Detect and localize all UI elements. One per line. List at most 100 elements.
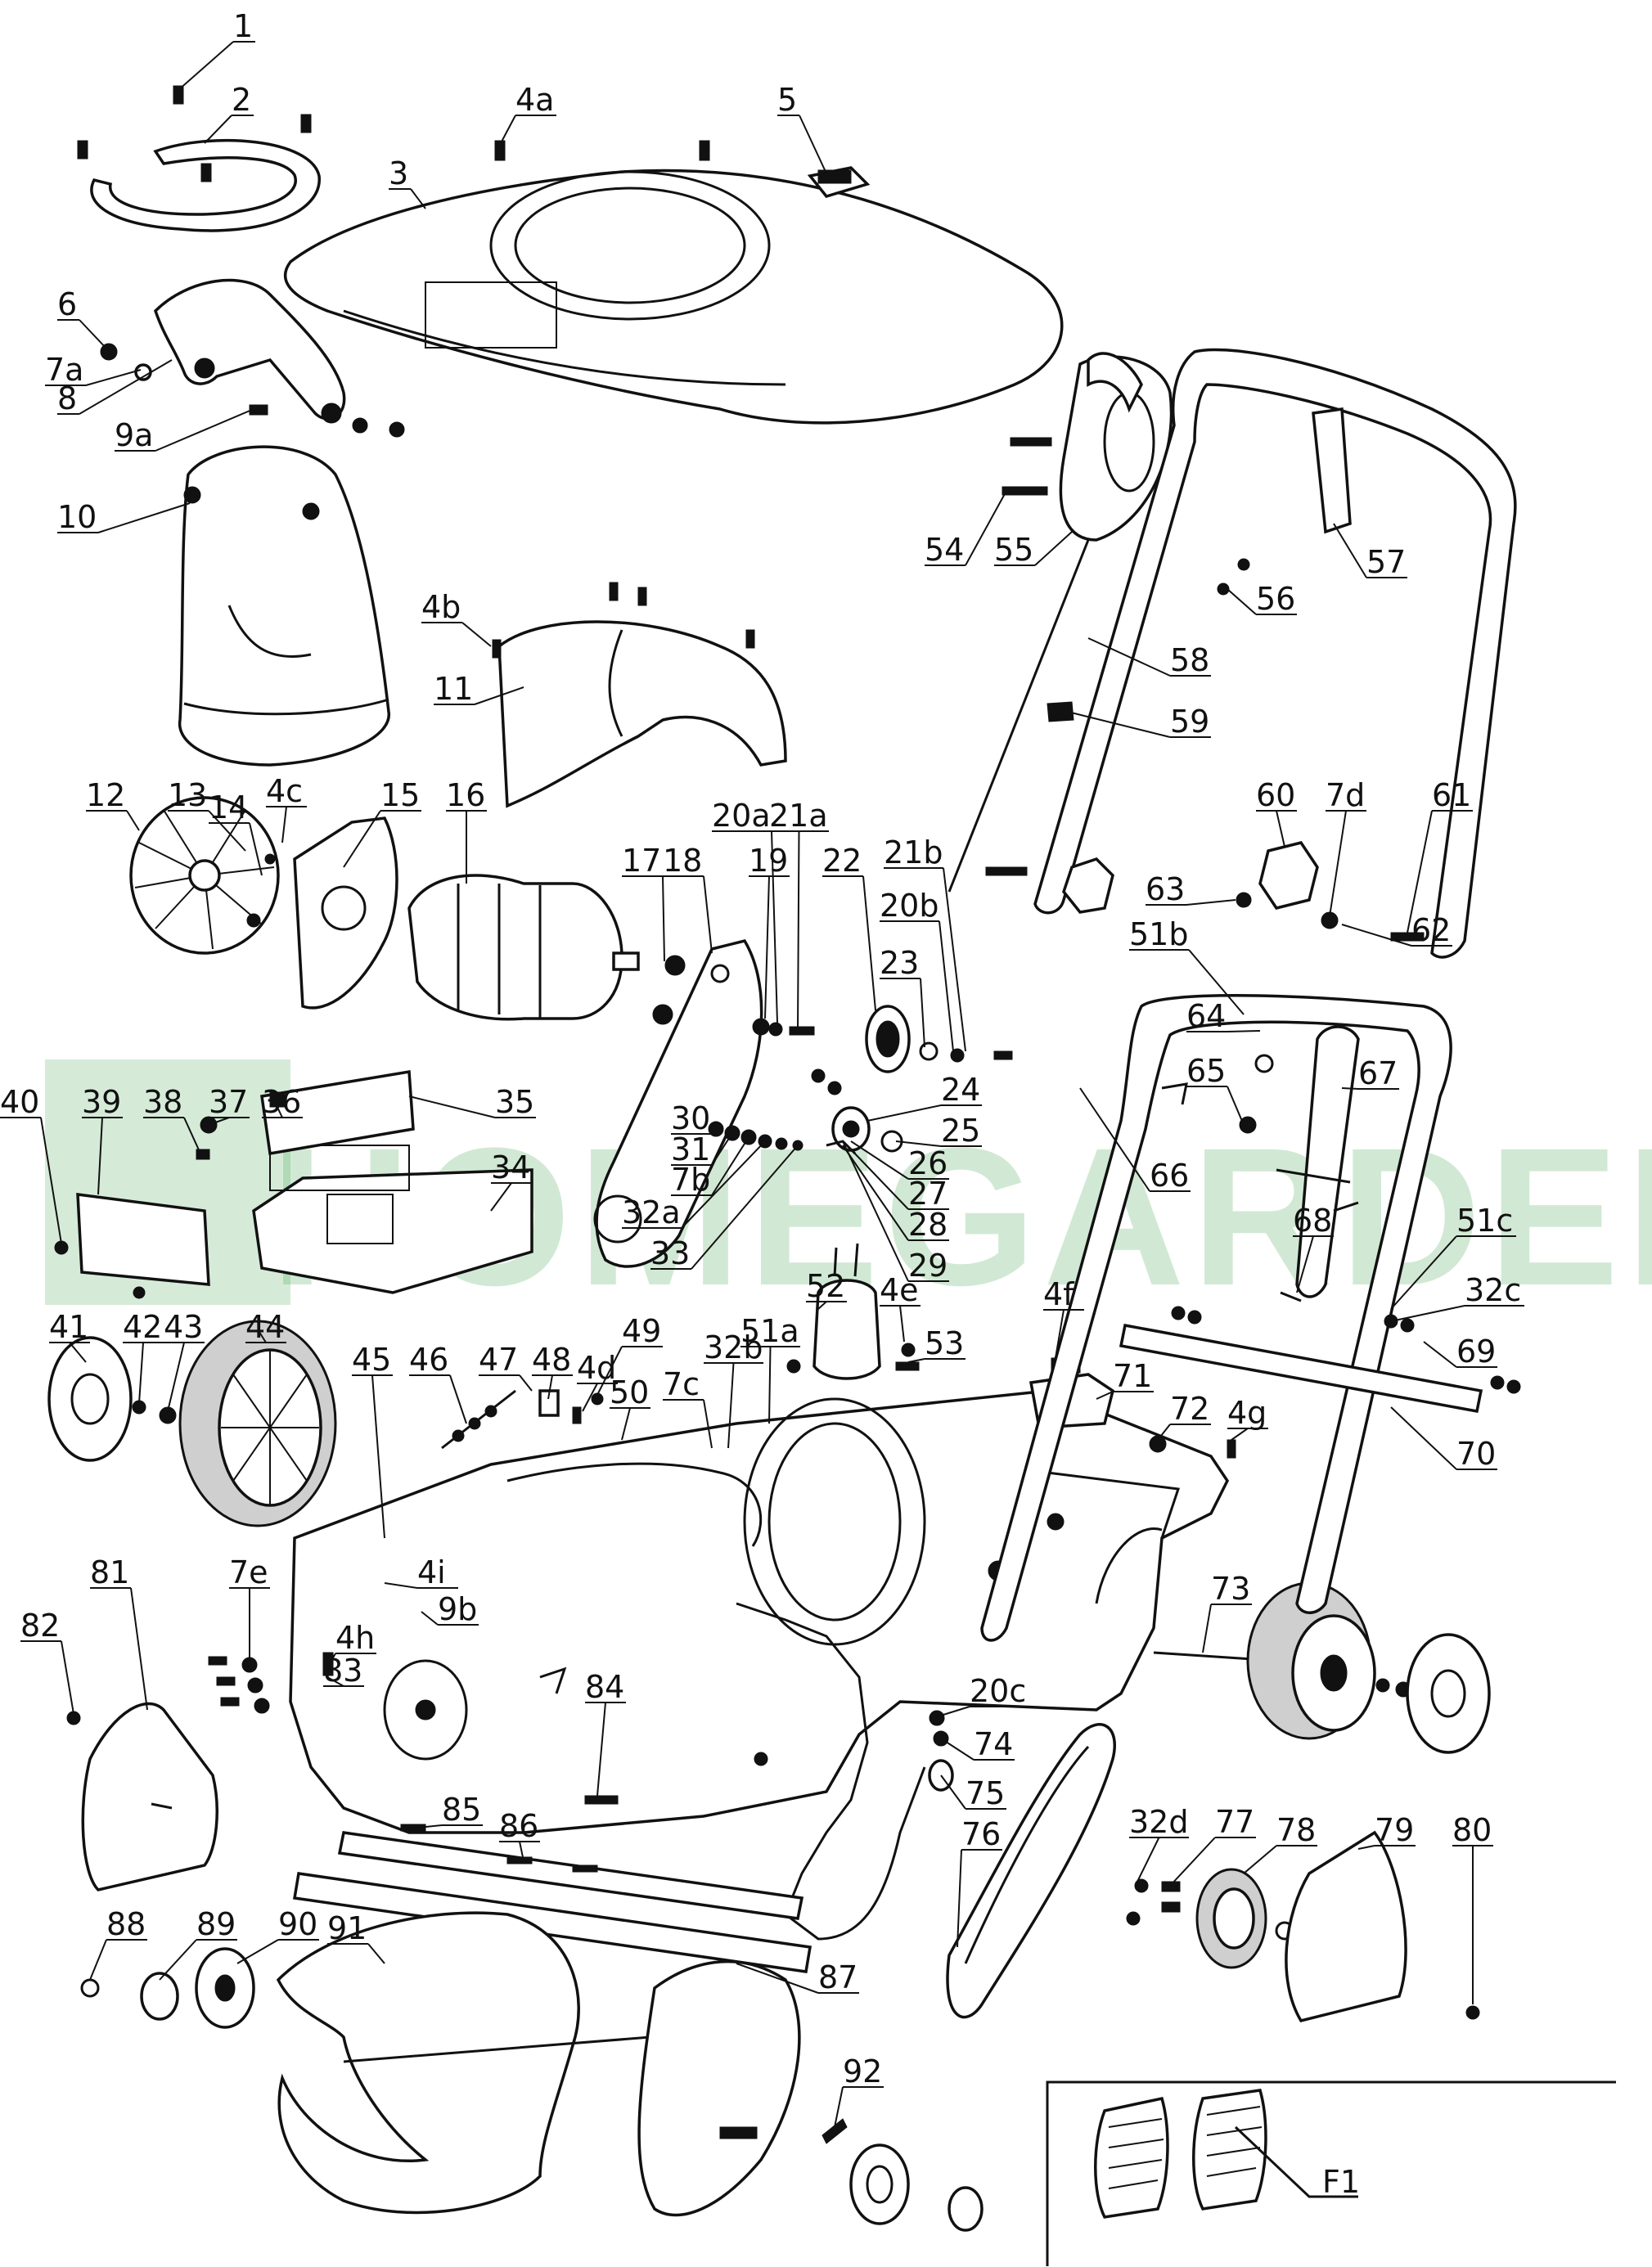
leader-line-79	[1357, 1845, 1375, 1850]
part-55-cable-hook	[948, 352, 1173, 893]
callout-label-14: 14	[209, 789, 248, 825]
leader-line-21b	[943, 867, 966, 1052]
callout-label-5: 5	[777, 82, 797, 118]
callout-label-4i: 4i	[417, 1554, 446, 1590]
callout-label-86: 86	[499, 1808, 538, 1844]
part-46-48-hardware	[441, 1389, 582, 1450]
callout-label-27: 27	[908, 1176, 948, 1212]
callout-label-28: 28	[908, 1207, 948, 1243]
callout-label-7d: 7d	[1326, 777, 1365, 813]
leader-line-4c	[281, 806, 287, 843]
part-78-wheel-right	[1153, 1581, 1491, 1754]
callout-label-59: 59	[1170, 704, 1209, 740]
callout-label-64: 64	[1186, 998, 1226, 1034]
part-3-top-housing	[283, 140, 1064, 425]
leader-line-37	[208, 1117, 230, 1126]
leader-line-7b	[711, 1136, 749, 1196]
callout-label-24: 24	[941, 1072, 980, 1108]
leader-line-2	[204, 115, 232, 144]
leader-line-52	[817, 1301, 827, 1310]
callout-label-48: 48	[532, 1342, 571, 1378]
leader-line-76	[957, 1849, 962, 1948]
leader-line-35	[408, 1095, 496, 1118]
part-11-belt-cover	[492, 582, 787, 808]
callout-label-4h: 4h	[335, 1620, 375, 1656]
callout-label-66: 66	[1150, 1158, 1189, 1194]
callout-label-70: 70	[1456, 1436, 1496, 1472]
leader-line-58	[1087, 637, 1171, 677]
callout-label-68: 68	[1293, 1203, 1332, 1239]
leader-line-85	[408, 1824, 443, 1829]
leader-line-4a	[500, 115, 516, 144]
leader-line-38	[183, 1117, 201, 1154]
leader-line-57	[1333, 523, 1367, 578]
leader-line-22	[862, 875, 876, 1011]
callout-label-4f: 4f	[1043, 1276, 1075, 1312]
leader-line-4h	[331, 1653, 336, 1662]
leader-line-70	[1390, 1406, 1457, 1470]
callout-label-89: 89	[196, 1906, 236, 1942]
leader-line-11	[474, 686, 524, 705]
leader-line-7d	[1329, 810, 1347, 917]
callout-label-58: 58	[1170, 642, 1209, 678]
leader-line-23	[920, 978, 925, 1048]
leader-line-71	[1096, 1391, 1114, 1400]
part-22-pulley-group	[752, 1005, 1013, 1153]
leader-line-55	[1034, 531, 1073, 566]
leader-line-66	[1079, 1087, 1150, 1192]
callout-label-77: 77	[1215, 1804, 1254, 1840]
part-10-chute	[178, 445, 390, 767]
callout-label-91: 91	[327, 1910, 367, 1946]
callout-label-4d: 4d	[577, 1350, 616, 1386]
leader-line-86	[519, 1841, 524, 1862]
callout-label-7a: 7a	[45, 352, 83, 388]
callout-label-21b: 21b	[884, 834, 943, 870]
callout-label-76: 76	[961, 1816, 1001, 1852]
callout-label-40: 40	[0, 1084, 39, 1120]
leader-line-18	[703, 875, 713, 954]
leader-line-50	[621, 1407, 631, 1441]
leader-line-26	[850, 1140, 909, 1180]
callout-label-30: 30	[671, 1100, 710, 1136]
leader-line-51b	[1188, 949, 1245, 1015]
callout-label-20b: 20b	[880, 888, 939, 924]
part-58-upper-handle	[1033, 348, 1517, 959]
callout-label-17: 17	[622, 843, 661, 879]
leader-line-6	[79, 319, 109, 351]
leader-line-41	[69, 1342, 87, 1363]
callout-label-20c: 20c	[970, 1673, 1026, 1709]
leader-line-75	[940, 1774, 966, 1810]
leader-line-4e	[899, 1305, 905, 1343]
callout-label-15: 15	[380, 777, 420, 813]
leader-line-67	[1341, 1087, 1359, 1090]
leader-line-61	[1407, 810, 1433, 933]
callout-label-22: 22	[822, 843, 862, 879]
callout-label-49: 49	[622, 1313, 661, 1349]
leader-line-21a	[797, 830, 800, 1032]
leader-line-8	[79, 359, 173, 415]
part-44-wheel-left	[47, 1320, 337, 1527]
part-66-lower-handle	[980, 994, 1452, 1642]
leader-line-34	[490, 1182, 512, 1212]
callout-label-33: 33	[650, 1235, 690, 1271]
leader-line-45	[371, 1374, 385, 1539]
callout-label-63: 63	[1146, 871, 1185, 907]
callout-label-9a: 9a	[115, 417, 153, 453]
leader-line-31	[711, 1132, 733, 1166]
callout-label-18: 18	[663, 843, 702, 879]
leader-line-36	[273, 1100, 283, 1118]
callout-label-42: 42	[123, 1309, 162, 1345]
leader-line-3	[410, 188, 426, 209]
leader-line-20c	[932, 1706, 970, 1719]
callout-label-92: 92	[843, 2053, 882, 2089]
callout-label-74: 74	[974, 1726, 1013, 1762]
callout-label-32c: 32c	[1465, 1272, 1521, 1308]
callout-label-56: 56	[1256, 581, 1295, 617]
leader-line-28	[842, 1145, 909, 1241]
callout-label-84: 84	[585, 1669, 624, 1705]
leader-line-44	[257, 1329, 267, 1343]
callout-label-71: 71	[1113, 1358, 1152, 1394]
leader-line-65	[1227, 1086, 1245, 1126]
leader-line-47	[519, 1374, 533, 1392]
